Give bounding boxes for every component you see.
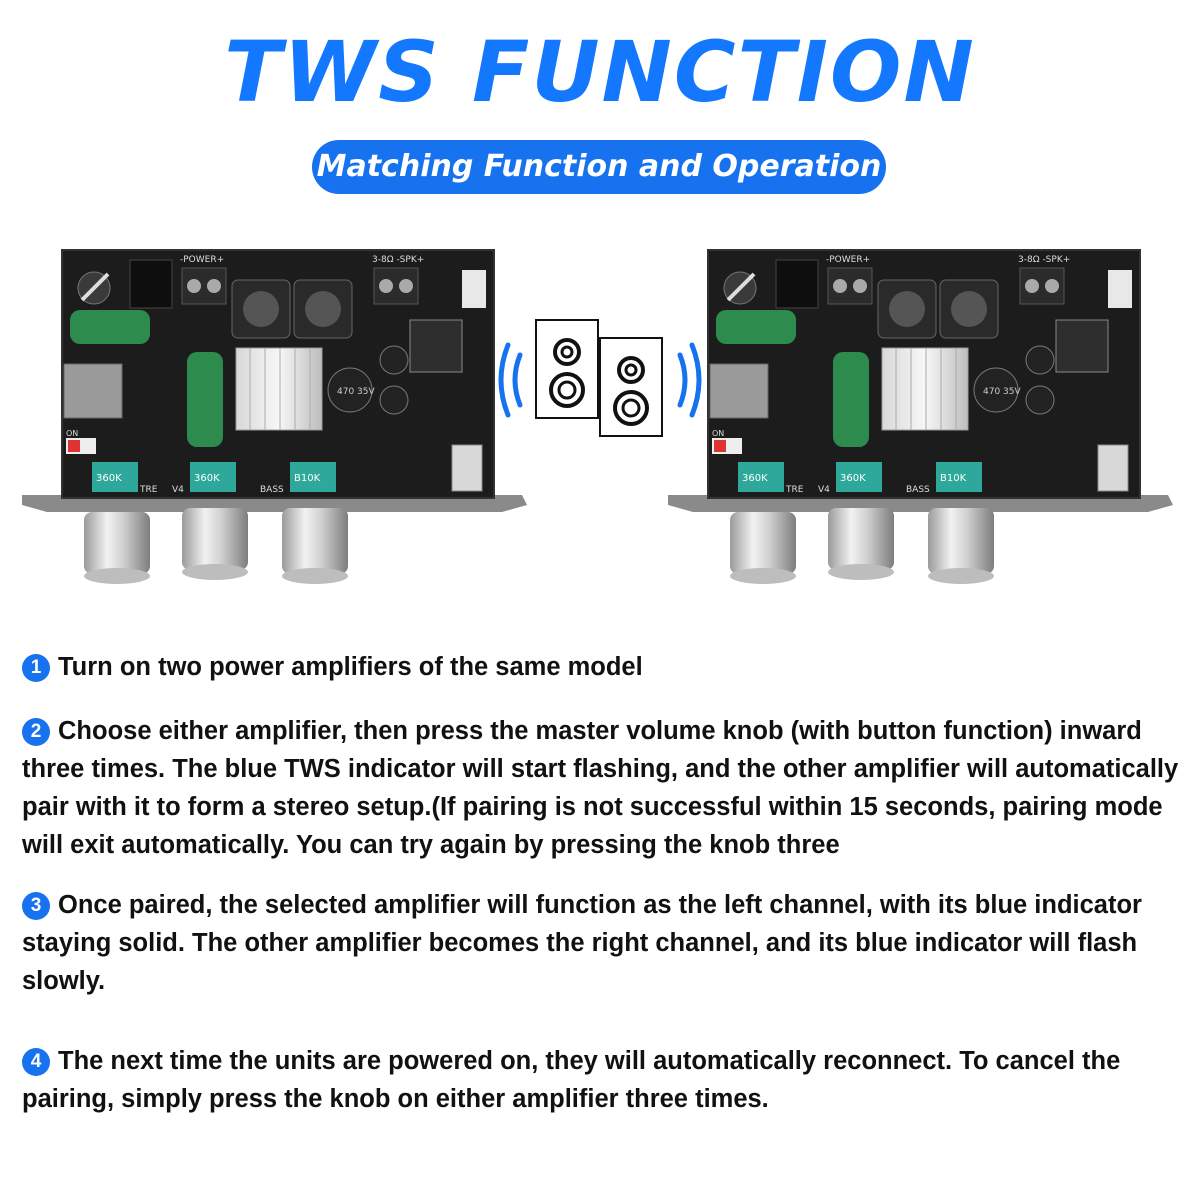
pairing-graphic: [498, 319, 702, 437]
bt-module: [462, 270, 486, 308]
chip: [409, 319, 463, 373]
knob-volume: [182, 508, 248, 580]
capacitor-green: [187, 352, 223, 447]
switch-label: ON: [66, 429, 78, 438]
capacitor-green: [716, 310, 796, 344]
knob-bass: [928, 508, 994, 584]
aux-jack: [1097, 444, 1129, 492]
potentiometer: [936, 462, 982, 492]
svg-text:B10K: B10K: [940, 473, 967, 484]
step-text: Turn on two power amplifiers of the same…: [58, 653, 643, 681]
inductor-gray: [709, 363, 769, 419]
speaker-pair-icon: [535, 319, 663, 437]
svg-text:360K: 360K: [194, 473, 220, 484]
svg-text:BASS: BASS: [260, 485, 284, 495]
step-number-badge: 1: [22, 654, 50, 682]
knob-volume: [828, 508, 894, 580]
amplifier-board-left: -POWER+ 3-8Ω -SPK+ 470 35V ON 360K 360K …: [22, 249, 527, 584]
silk-speaker: 3-8Ω -SPK+: [372, 255, 424, 265]
capacitor-green: [833, 352, 869, 447]
capacitor-green: [70, 310, 150, 344]
potentiometer: [836, 462, 882, 492]
silk-speaker: 3-8Ω -SPK+: [1018, 255, 1070, 265]
capacitor-label: 470 35V: [983, 387, 1021, 397]
signal-waves-icon: [498, 342, 702, 418]
mounting-plate: [22, 495, 527, 512]
potentiometer: [92, 462, 138, 492]
svg-text:TRE: TRE: [139, 485, 158, 495]
step-number-badge: 4: [22, 1048, 50, 1076]
instruction-steps: 1 Turn on two power amplifiers of the sam…: [22, 648, 1182, 1118]
subtitle-banner: Matching Function and Operation: [312, 140, 886, 194]
capacitor-black: [327, 367, 373, 413]
chip: [1055, 319, 1109, 373]
step-number-badge: 3: [22, 892, 50, 920]
switch-label: ON: [712, 429, 724, 438]
step-text: Choose either amplifier, then press the …: [22, 717, 1179, 859]
svg-text:V4: V4: [818, 485, 830, 495]
silk-power: -POWER+: [180, 255, 224, 265]
step-text: Once paired, the selected amplifier will…: [22, 891, 1142, 995]
svg-text:360K: 360K: [742, 473, 768, 484]
svg-text:BASS: BASS: [906, 485, 930, 495]
step-number-badge: 2: [22, 718, 50, 746]
capacitor-label: 470 35V: [337, 387, 375, 397]
bt-module: [1108, 270, 1132, 308]
mounting-plate: [668, 495, 1173, 512]
knob-treble: [84, 512, 150, 584]
heat-sink: [881, 347, 969, 431]
page-title: TWS FUNCTION: [224, 23, 976, 121]
step-text: The next time the units are powered on, …: [22, 1047, 1121, 1113]
inductor-gray: [63, 363, 123, 419]
capacitor-black: [973, 367, 1019, 413]
potentiometer: [190, 462, 236, 492]
silk-power: -POWER+: [826, 255, 870, 265]
power-jack: [129, 259, 173, 309]
aux-jack: [451, 444, 483, 492]
svg-text:360K: 360K: [96, 473, 122, 484]
potentiometer: [738, 462, 784, 492]
svg-text:B10K: B10K: [294, 473, 321, 484]
svg-text:V4: V4: [172, 485, 184, 495]
svg-text:360K: 360K: [840, 473, 866, 484]
potentiometer: [290, 462, 336, 492]
knob-treble: [730, 512, 796, 584]
heat-sink: [235, 347, 323, 431]
amplifier-board-right: -POWER+ 3-8Ω -SPK+ 470 35V ON 360K 360K …: [668, 249, 1173, 584]
power-jack: [775, 259, 819, 309]
knob-bass: [282, 508, 348, 584]
step-1: 1 Turn on two power amplifiers of the sam…: [22, 648, 1182, 686]
svg-text:TRE: TRE: [785, 485, 804, 495]
